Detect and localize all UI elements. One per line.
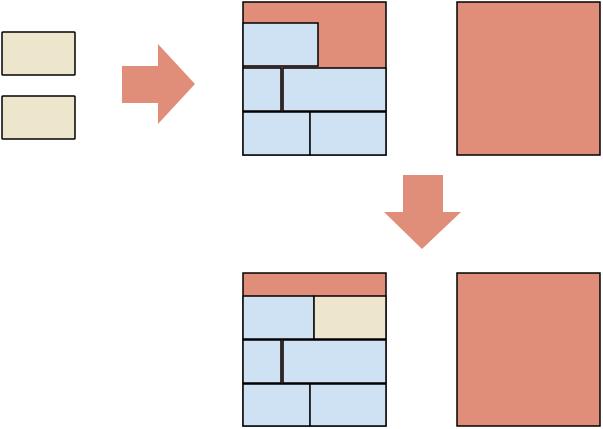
- right-arrow: [122, 44, 195, 124]
- block-top-left-row2-a: [242, 67, 282, 112]
- inserted-item: [313, 295, 387, 340]
- block-bottom-left-row2-b: [282, 339, 387, 384]
- block-top-left-row3-a: [242, 111, 311, 156]
- block-top-left-row3-b: [309, 111, 387, 156]
- pending-items: [1, 31, 76, 140]
- block-bottom-left-row2-a: [242, 339, 282, 384]
- block-bottom-left-row1-a: [242, 295, 315, 340]
- down-arrow: [384, 175, 461, 249]
- pending-item-1: [1, 31, 76, 76]
- bin-top-right: [456, 1, 601, 156]
- block-top-left-row2-b: [282, 67, 387, 112]
- block-top-left-row1-a: [242, 22, 319, 67]
- bin-bottom-right: [456, 272, 601, 427]
- block-bottom-left-row3-a: [242, 383, 311, 427]
- block-bottom-left-row3-b: [309, 383, 387, 427]
- pending-item-2: [1, 95, 76, 140]
- bin-bottom-left: [242, 272, 387, 427]
- bin-top-left: [242, 1, 387, 156]
